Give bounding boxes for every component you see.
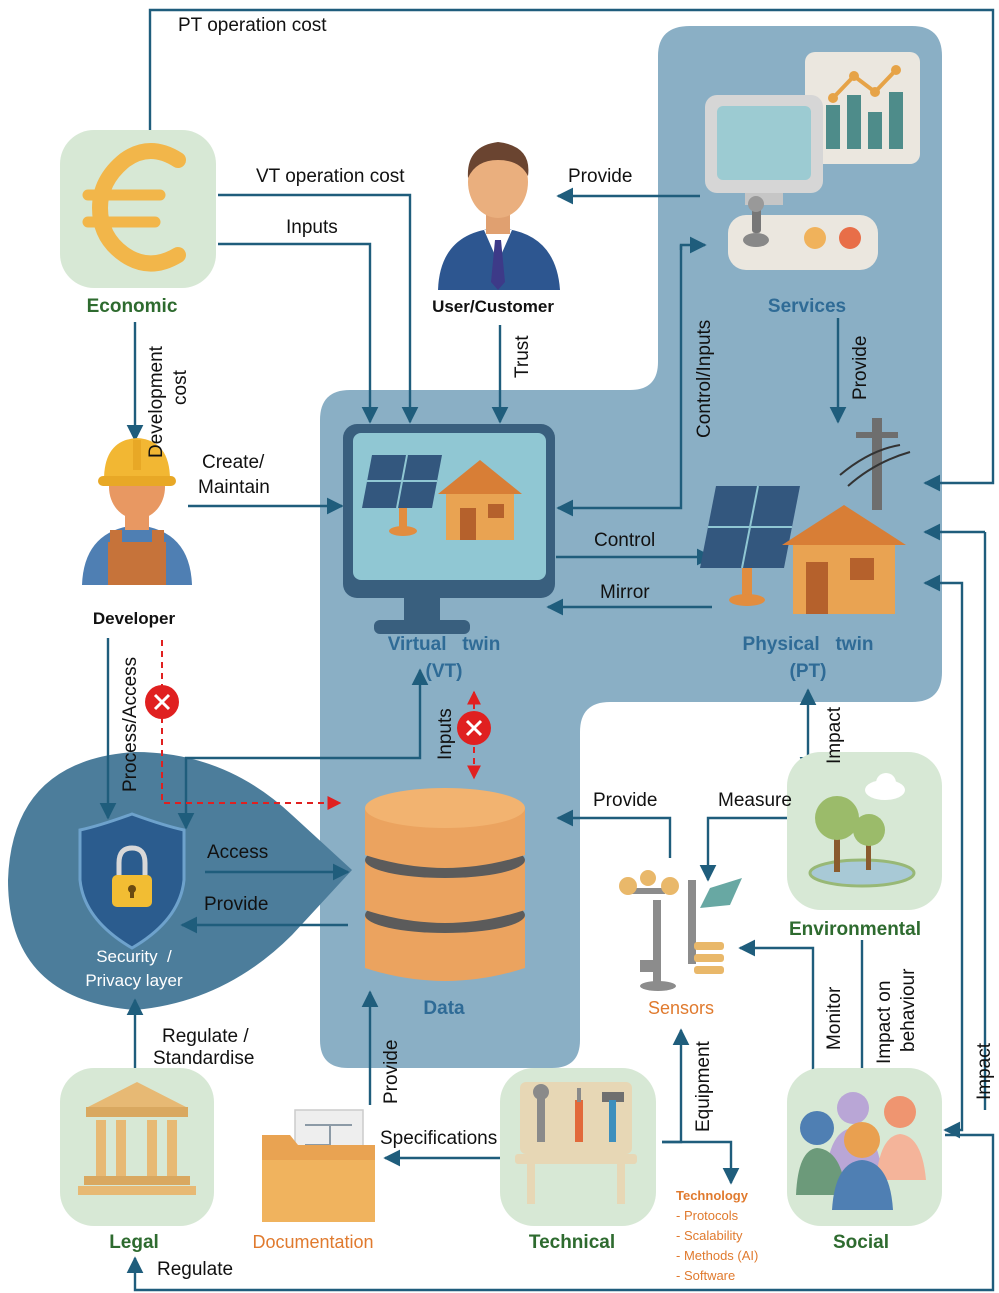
vt-label-line1: Virtual twin <box>388 634 501 655</box>
user-label: User/Customer <box>432 297 554 316</box>
warning-x-developer <box>145 685 179 719</box>
economic-node <box>60 130 216 288</box>
label-impact-social: Impact <box>974 1042 995 1100</box>
label-inputs-top: Inputs <box>286 217 338 238</box>
label-vt-operation-cost: VT operation cost <box>256 166 405 187</box>
data-database-icon <box>365 788 525 981</box>
vt-house-icon <box>438 460 522 540</box>
services-label: Services <box>768 296 846 317</box>
label-control: Control <box>594 530 655 551</box>
sensors-label: Sensors <box>648 998 714 1018</box>
services-icon <box>705 52 920 270</box>
edge-impact-pt-social <box>923 574 964 1139</box>
technology-item: - Protocols <box>676 1208 739 1223</box>
documentation-folder-icon <box>262 1109 375 1222</box>
vt-solar-panel-icon <box>362 454 442 536</box>
label-impact-env: Impact <box>824 706 845 764</box>
legal-node <box>60 1068 214 1226</box>
label-specifications: Specifications <box>380 1128 497 1149</box>
pt-label-line2: (PT) <box>790 661 827 682</box>
documentation-label: Documentation <box>252 1232 373 1252</box>
edge-inputs-data-vt <box>177 668 429 830</box>
security-label-line1: Security / <box>96 947 172 966</box>
edge-regulate-bottom <box>126 1133 995 1292</box>
edge-control-inputs-up <box>679 236 707 254</box>
social-label: Social <box>833 1232 889 1253</box>
label-development-cost-2: cost <box>170 369 191 405</box>
technology-item: - Software <box>676 1268 735 1283</box>
courthouse-icon <box>78 1082 196 1195</box>
label-regulate-bottom: Regulate <box>157 1259 233 1280</box>
label-regulate-standardise-1: Regulate / <box>162 1026 249 1047</box>
label-monitor: Monitor <box>824 986 845 1050</box>
virtual-twin-monitor <box>343 424 555 634</box>
physical-twin-icon <box>700 418 911 614</box>
label-create-maintain-1: Create/ <box>202 452 265 473</box>
edge-vt-operation-cost <box>218 193 419 424</box>
technology-title: Technology <box>676 1188 749 1203</box>
label-equipment: Equipment <box>693 1040 714 1132</box>
label-regulate-standardise-2: Standardise <box>153 1048 254 1069</box>
edge-inputs-economic-vt <box>218 242 379 424</box>
label-inputs-data: Inputs <box>435 708 456 760</box>
blocked-connections <box>161 640 481 810</box>
pt-label-line1: Physical twin <box>743 634 874 655</box>
environmental-label: Environmental <box>789 919 921 940</box>
pt-house-icon <box>782 505 906 614</box>
label-development-cost-1: Development <box>146 345 167 458</box>
label-process-access: Process/Access <box>120 657 141 792</box>
economic-label: Economic <box>87 296 178 317</box>
utility-pole-icon <box>839 418 911 510</box>
security-shield-icon <box>78 812 186 950</box>
edge-measure <box>699 816 808 882</box>
legal-label: Legal <box>109 1232 159 1253</box>
warning-x-inputs <box>457 711 491 745</box>
people-group-icon <box>796 1092 926 1210</box>
label-measure: Measure <box>718 790 792 811</box>
security-label-line2: Privacy layer <box>85 971 183 990</box>
technology-item: - Methods (AI) <box>676 1248 758 1263</box>
sensors-weather-station-icon <box>619 870 742 991</box>
edge-monitor <box>738 939 815 1092</box>
vt-label-line2: (VT) <box>426 661 463 682</box>
label-access: Access <box>207 842 268 863</box>
technical-node <box>500 1068 656 1226</box>
edge-equipment <box>662 1028 690 1144</box>
user-avatar <box>438 142 560 290</box>
label-provide-security: Provide <box>204 894 268 915</box>
label-trust: Trust <box>512 335 533 378</box>
label-provide-services: Provide <box>850 336 871 400</box>
developer-avatar <box>82 438 192 585</box>
technology-item: - Scalability <box>676 1228 743 1243</box>
edge-technology <box>662 1140 740 1185</box>
label-mirror: Mirror <box>600 582 650 603</box>
tools-icon <box>515 1082 637 1204</box>
developer-label: Developer <box>93 609 176 628</box>
label-impact-behaviour-1: Impact on <box>874 981 895 1064</box>
edge-control-inputs-vt <box>556 260 683 517</box>
euro-icon <box>82 143 186 272</box>
connections <box>99 8 995 1292</box>
label-provide-sensors: Provide <box>593 790 657 811</box>
label-pt-operation-cost: PT operation cost <box>178 15 327 36</box>
environmental-node <box>787 752 942 910</box>
label-impact-behaviour-2: behaviour <box>898 968 919 1052</box>
label-provide-doc: Provide <box>381 1040 402 1104</box>
data-label: Data <box>423 998 465 1019</box>
technical-label: Technical <box>529 1232 615 1253</box>
social-node <box>787 1068 942 1226</box>
label-control-inputs: Control/Inputs <box>694 320 715 438</box>
label-provide-user: Provide <box>568 166 632 187</box>
tree-icon <box>808 773 916 888</box>
edge-provide-sensors-data <box>556 809 672 858</box>
label-create-maintain-2: Maintain <box>198 477 270 498</box>
edge-pt-operation-cost <box>148 8 995 492</box>
pt-solar-panel-icon <box>700 485 800 606</box>
